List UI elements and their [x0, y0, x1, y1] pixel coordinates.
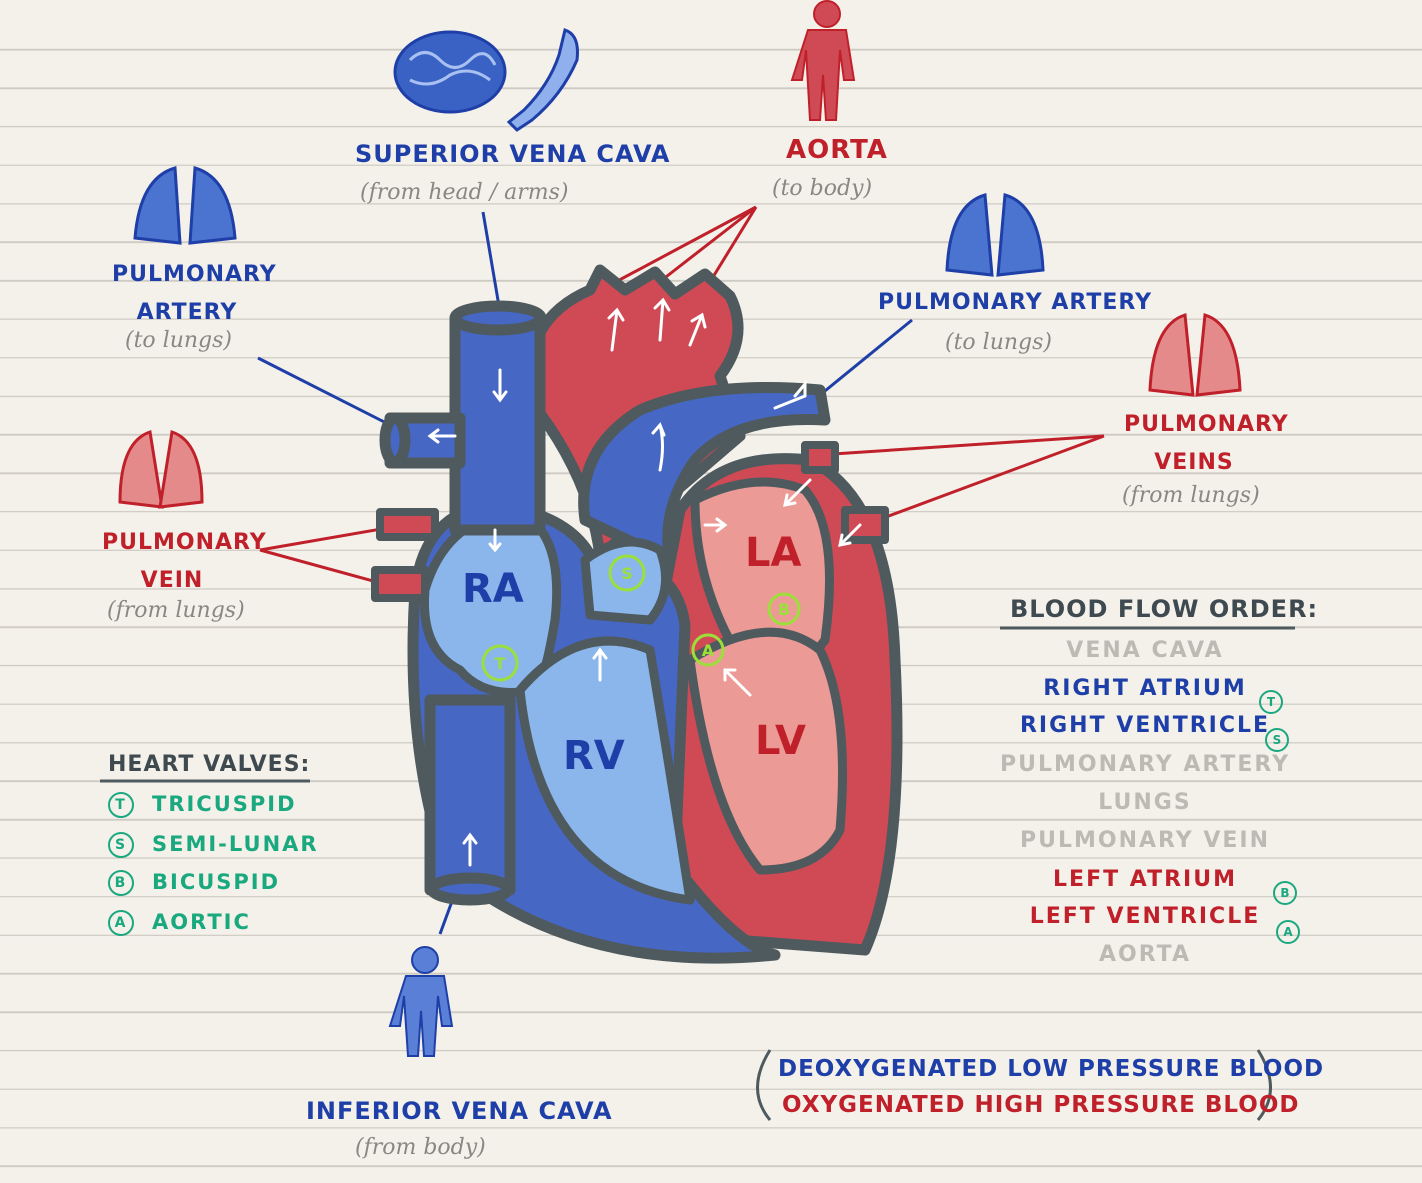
valve-name: Tricuspid	[152, 792, 297, 816]
valve-aortic-marker	[691, 633, 725, 667]
pulmonary-vein-left-2	[371, 566, 429, 602]
flow-marker-s: S	[1265, 728, 1289, 752]
blood-flow-title: Blood flow order:	[1010, 595, 1319, 623]
chamber-label-ra: RA	[462, 566, 524, 612]
blood-flow-step: Right atrium	[1043, 676, 1247, 701]
legend-oxygenated: Oxygenated high pressure blood	[782, 1092, 1300, 1118]
label-pulmonary-artery-right: Pulmonary artery	[878, 290, 1153, 315]
pulmonary-vein-left-1	[376, 508, 439, 541]
valve-semilunar-marker	[608, 554, 646, 592]
legend-deoxygenated: Deoxygenated low pressure blood	[778, 1056, 1325, 1082]
blood-flow-step: Pulmonary artery	[1000, 752, 1291, 777]
valve-item-tricuspid: T Tricuspid	[108, 792, 297, 818]
blood-flow-step: Vena cava	[1066, 638, 1224, 663]
label-pulmonary-vein-left: Pulmonary vein	[102, 530, 267, 593]
valve-name: Semi-lunar	[152, 832, 319, 856]
sublabel-pulmonary-artery-right: (to lungs)	[945, 330, 1052, 355]
valve-item-semilunar: S Semi-lunar	[108, 832, 319, 858]
svg-text:B: B	[778, 600, 790, 619]
label-pulmonary-artery-left: Pulmonary artery	[112, 262, 277, 325]
label-aorta: Aorta	[786, 135, 888, 165]
valve-item-bicuspid: B Bicuspid	[108, 870, 280, 896]
sublabel-inferior-vena-cava: (from body)	[355, 1135, 486, 1160]
valve-code-icon: T	[108, 792, 134, 818]
sublabel-pulmonary-veins-right: (from lungs)	[1122, 483, 1260, 508]
valve-bicuspid-marker	[767, 592, 801, 626]
blood-flow-step: Right ventricle	[1019, 713, 1271, 738]
lungs-blue-right-icon	[945, 193, 1045, 277]
decorations	[100, 626, 1295, 1121]
valve-item-aortic: A Aortic	[108, 910, 251, 936]
lungs-red-right-icon	[1148, 313, 1242, 397]
lungs-blue-left-icon	[133, 166, 237, 245]
blood-flow-step: Left atrium	[1053, 867, 1237, 892]
right-ventricle	[515, 636, 695, 905]
label-pulmonary-veins-right: Pulmonary veins	[1124, 412, 1289, 475]
arm-icon	[506, 28, 579, 132]
valve-name: Aortic	[152, 910, 251, 934]
label-inferior-vena-cava: Inferior vena cava	[306, 1097, 613, 1125]
chamber-label-lv: LV	[755, 718, 806, 764]
sublabel-superior-vena-cava: (from head / arms)	[360, 180, 569, 205]
valve-code-icon: B	[108, 870, 134, 896]
body-figure-red-icon	[790, 0, 856, 121]
flow-marker-t: T	[1259, 690, 1283, 714]
sublabel-pulmonary-vein-left: (from lungs)	[107, 598, 245, 623]
blood-flow-step: Lungs	[1098, 790, 1192, 815]
heart	[371, 264, 903, 964]
chamber-label-rv: RV	[563, 733, 625, 779]
chamber-label-la: LA	[745, 530, 802, 576]
valve-code-icon: A	[108, 910, 134, 936]
svg-text:T: T	[495, 654, 506, 673]
pulmonary-trunk-bulge	[580, 537, 671, 625]
body-figure-blue-icon	[388, 946, 454, 1057]
sublabel-aorta: (to body)	[772, 176, 873, 201]
superior-vena-cava	[449, 314, 546, 536]
blood-flow-step: Aorta	[1098, 942, 1191, 967]
valve-markers	[481, 554, 801, 682]
sublabel-pulmonary-artery-left: (to lungs)	[125, 328, 232, 353]
label-superior-vena-cava: Superior vena cava	[355, 140, 671, 168]
blood-flow-step: Left ventricle	[1029, 904, 1261, 929]
left-ventricle	[685, 627, 847, 875]
flow-arrows	[427, 297, 862, 867]
pulmonary-vein-right-top	[801, 441, 839, 474]
pulmonary-vein-right	[841, 506, 889, 544]
svg-text:A: A	[702, 641, 715, 660]
svg-text:S: S	[621, 564, 633, 583]
valve-name: Bicuspid	[152, 870, 281, 894]
flow-marker-b: B	[1273, 881, 1297, 905]
blood-flow-step: Pulmonary vein	[1019, 828, 1271, 853]
valve-code-icon: S	[108, 832, 134, 858]
flow-marker-a: A	[1276, 920, 1300, 944]
brain-icon	[393, 30, 507, 114]
valve-tricuspid-marker	[481, 644, 519, 682]
lungs-red-left-icon	[118, 430, 204, 509]
pulmonary-artery-trunk	[578, 382, 831, 566]
valve-marker-letters: T S B A	[495, 564, 791, 673]
heart-valves-title: Heart valves:	[108, 752, 311, 777]
